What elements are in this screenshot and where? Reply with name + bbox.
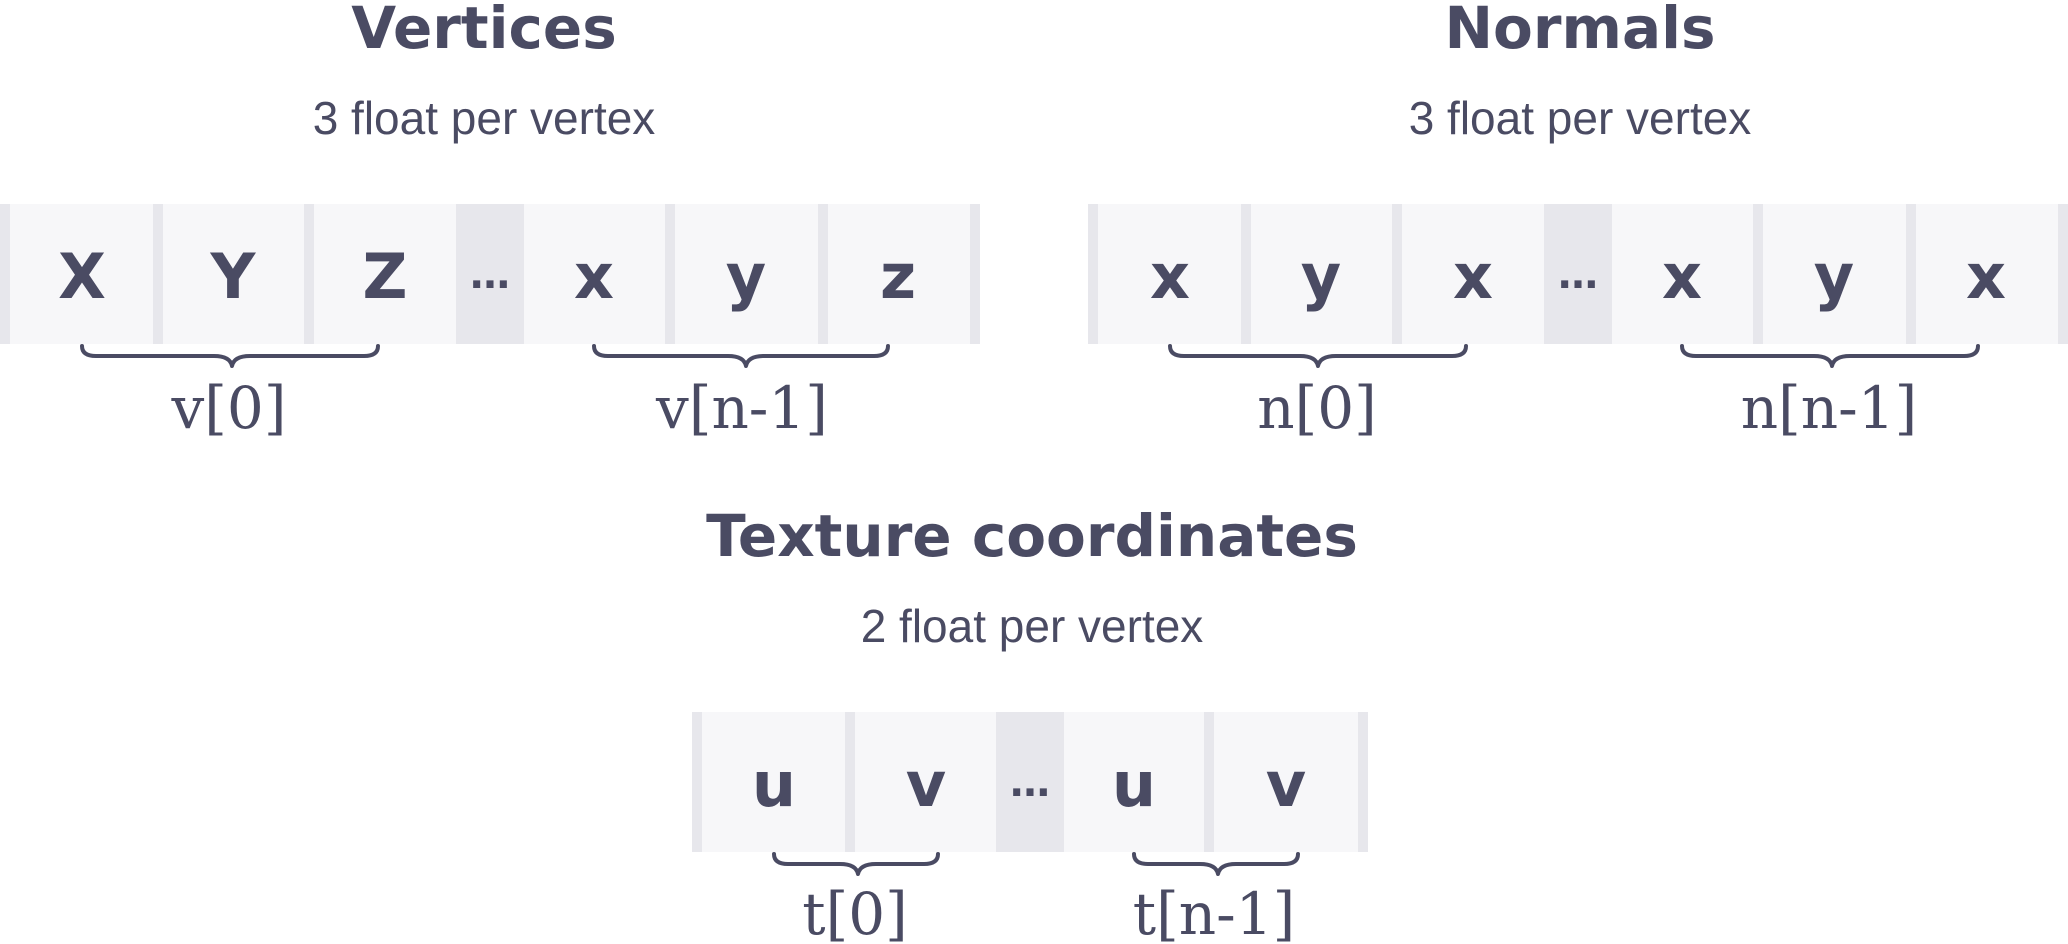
normals-cell: y xyxy=(1814,240,1854,313)
normals-separator xyxy=(1753,204,1763,344)
vertices-cell: Z xyxy=(363,240,408,313)
texture-coordinates-cell: u xyxy=(752,748,796,821)
vertices-separator xyxy=(153,204,163,344)
normals-subtitle: 3 float per vertex xyxy=(1409,92,1752,144)
texture-coordinates-title: Texture coordinates xyxy=(706,502,1358,570)
vertices-ellipsis: … xyxy=(470,252,510,298)
vertices-cell: X xyxy=(58,240,106,313)
vertices-separator xyxy=(304,204,314,344)
normals-label: n[0] xyxy=(1257,374,1377,442)
vertices-brace xyxy=(80,344,380,368)
texture-coordinates-separator xyxy=(692,712,702,852)
normals-separator xyxy=(2058,204,2068,344)
normals-separator xyxy=(1392,204,1402,344)
normals-ellipsis-cell xyxy=(1544,204,1612,344)
normals-brace xyxy=(1680,344,1980,368)
vertices-separator xyxy=(818,204,828,344)
vertices-group: Vertices 3 float per vertex X Y Z … x y … xyxy=(0,0,980,442)
normals-cell: x xyxy=(1453,240,1493,313)
texture-coordinates-label: t[0] xyxy=(802,880,907,944)
texture-coordinates-label: t[n-1] xyxy=(1133,880,1295,944)
vertices-cell: Y xyxy=(210,240,257,313)
texture-coordinates-brace xyxy=(772,852,940,876)
vertices-separator xyxy=(970,204,980,344)
vertices-ellipsis-cell xyxy=(456,204,524,344)
normals-ellipsis: … xyxy=(1558,252,1598,298)
vertices-label: v[0] xyxy=(171,374,287,442)
normals-group: Normals 3 float per vertex x y x … x y x… xyxy=(1088,0,2068,442)
vertices-cell: x xyxy=(574,240,614,313)
vertices-buffer: X Y Z … x y z xyxy=(0,204,980,344)
normals-separator xyxy=(1906,204,1916,344)
normals-separator xyxy=(1088,204,1098,344)
texture-coordinates-separator xyxy=(845,712,855,852)
texture-coordinates-ellipsis-cell xyxy=(996,712,1064,852)
texture-coordinates-buffer: u v … u v xyxy=(692,712,1368,852)
vertices-label: v[n-1] xyxy=(655,374,828,442)
vertices-brace xyxy=(592,344,890,368)
texture-coordinates-separator xyxy=(1204,712,1214,852)
vertices-cell: y xyxy=(726,240,766,313)
texture-coordinates-brace xyxy=(1132,852,1300,876)
normals-separator xyxy=(1241,204,1251,344)
texture-coordinates-cell: u xyxy=(1112,748,1156,821)
normals-cell: x xyxy=(1150,240,1190,313)
normals-cell: x xyxy=(1662,240,1702,313)
texture-coordinates-subtitle: 2 float per vertex xyxy=(861,600,1204,652)
texture-coordinates-ellipsis: … xyxy=(1010,760,1050,806)
normals-brace xyxy=(1168,344,1468,368)
vertices-separator xyxy=(665,204,675,344)
normals-title: Normals xyxy=(1445,0,1716,62)
normals-cell: y xyxy=(1301,240,1341,313)
normals-buffer: x y x … x y x xyxy=(1088,204,2068,344)
texture-coordinates-group: Texture coordinates 2 float per vertex u… xyxy=(692,502,1368,944)
vertices-separator xyxy=(0,204,10,344)
texture-coordinates-cell: v xyxy=(906,748,946,821)
texture-coordinates-separator xyxy=(1358,712,1368,852)
vertices-title: Vertices xyxy=(351,0,617,62)
normals-label: n[n-1] xyxy=(1741,374,1917,442)
vertices-subtitle: 3 float per vertex xyxy=(313,92,656,144)
vertices-cell: z xyxy=(880,240,916,313)
texture-coordinates-cell: v xyxy=(1266,748,1306,821)
normals-cell: x xyxy=(1966,240,2006,313)
